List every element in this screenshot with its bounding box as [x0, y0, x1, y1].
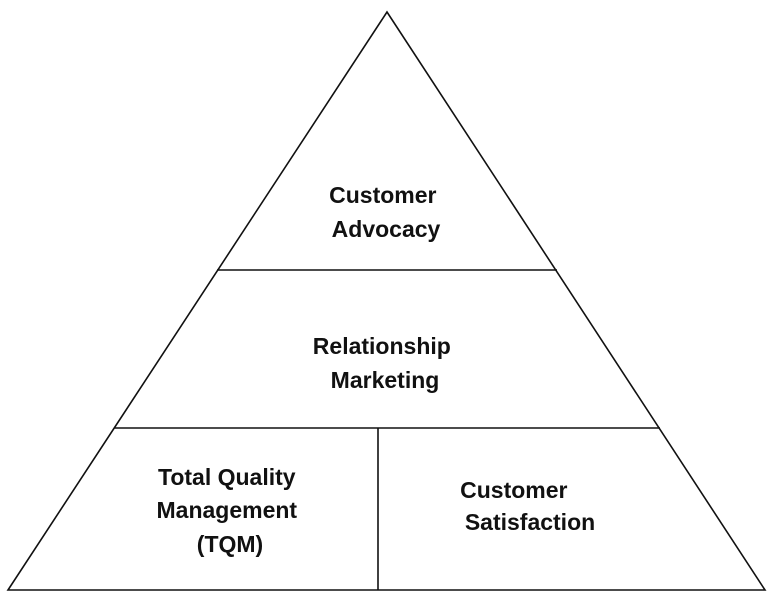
tier-line: Relationship [313, 333, 451, 359]
tier-tqm-label: Total Quality Management (TQM) [157, 464, 304, 557]
tier-line: Total Quality [158, 464, 296, 490]
tier-customer-satisfaction-label: Customer Satisfaction [460, 477, 595, 535]
tier-customer-advocacy-label: Customer Advocacy [329, 182, 443, 242]
tier-line: Management [157, 497, 298, 523]
tier-relationship-marketing-label: Relationship Marketing [313, 333, 457, 393]
tier-line: Advocacy [332, 216, 441, 242]
tier-line: (TQM) [197, 531, 263, 557]
tier-line: Customer [460, 477, 567, 503]
tier-line: Satisfaction [465, 509, 595, 535]
tier-line: Customer [329, 182, 436, 208]
pyramid-outline [6, 10, 767, 591]
tier-line: Marketing [331, 367, 440, 393]
